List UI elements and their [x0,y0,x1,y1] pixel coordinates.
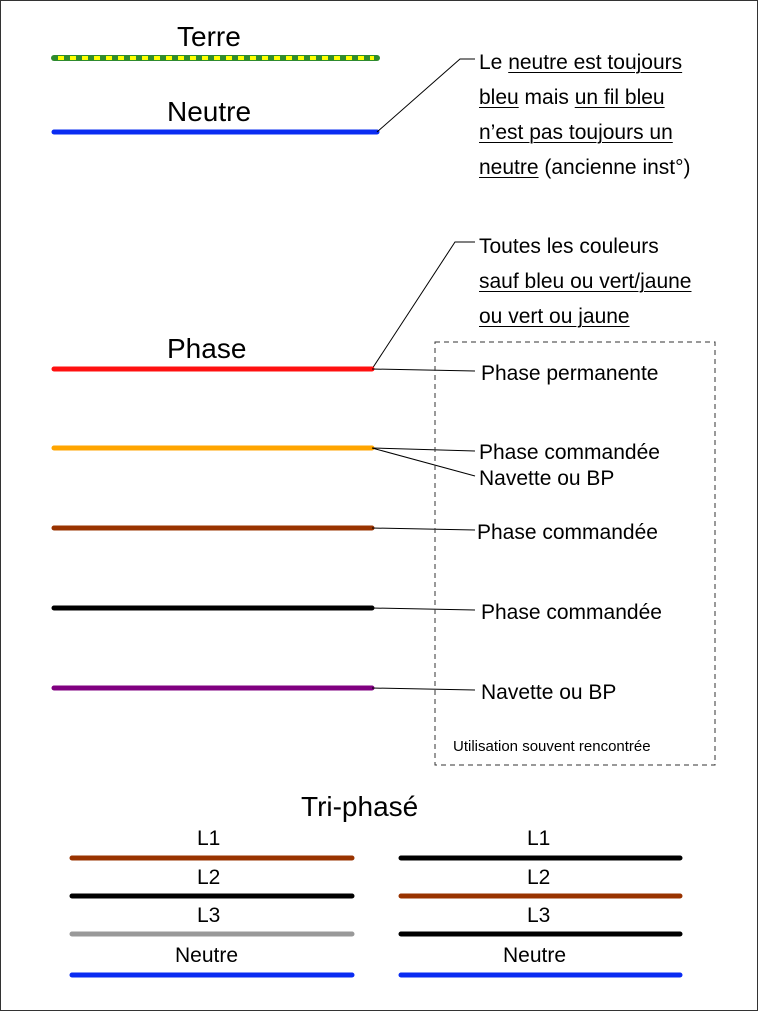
tri-right-l3-label: L3 [527,904,551,927]
tri-left-neutre-label: Neutre [175,944,239,967]
phase-permanente-label: Phase permanente [481,362,659,385]
orange-connector-a [371,447,476,452]
tri-right-l2-label: L2 [527,866,551,889]
usage-box-caption: Utilisation souvent rencontrée [453,738,651,755]
triphase-title: Tri-phasé [301,791,419,822]
neutre-note-line-3: n’est pas toujours un [479,121,673,144]
tri-left-l1-label: L1 [197,827,221,850]
usage-box [434,341,716,766]
phase-label: Phase [167,333,247,364]
neutre-label: Neutre [167,96,252,127]
orange-navette-label: Navette ou BP [479,467,615,490]
black-connector [371,607,476,611]
terre-label: Terre [177,21,241,52]
brown-commandee-label: Phase commandée [477,521,658,544]
purple-navette-label: Navette ou BP [481,681,617,704]
tri-left-l2-label: L2 [197,866,221,889]
brown-connector [371,527,476,531]
neutre-leader [376,58,475,133]
purple-connector [371,687,476,691]
neutre-note: Le neutre est toujours bleu mais un fil … [479,45,749,185]
neutre-note-line-4: neutre (ancienne inst°) [479,156,691,179]
tri-right-neutre-label: Neutre [503,944,567,967]
neutre-note-line-1: Le neutre est toujours [479,51,683,74]
phase-note-line-3: ou vert ou jaune [479,305,630,328]
neutre-note-line-2: bleu mais un fil bleu [479,86,665,109]
phase-note: Toutes les couleurs sauf bleu ou vert/ja… [479,229,749,334]
orange-commandee-label: Phase commandée [479,441,660,464]
tri-right-l1-label: L1 [527,827,551,850]
orange-connector-b [371,447,476,477]
black-commandee-label: Phase commandée [481,601,662,624]
red-connector [371,368,476,372]
phase-note-leader [371,241,475,370]
phase-note-line-1: Toutes les couleurs [479,235,659,258]
tri-left-l3-label: L3 [197,904,221,927]
phase-note-line-2: sauf bleu ou vert/jaune [479,270,692,293]
